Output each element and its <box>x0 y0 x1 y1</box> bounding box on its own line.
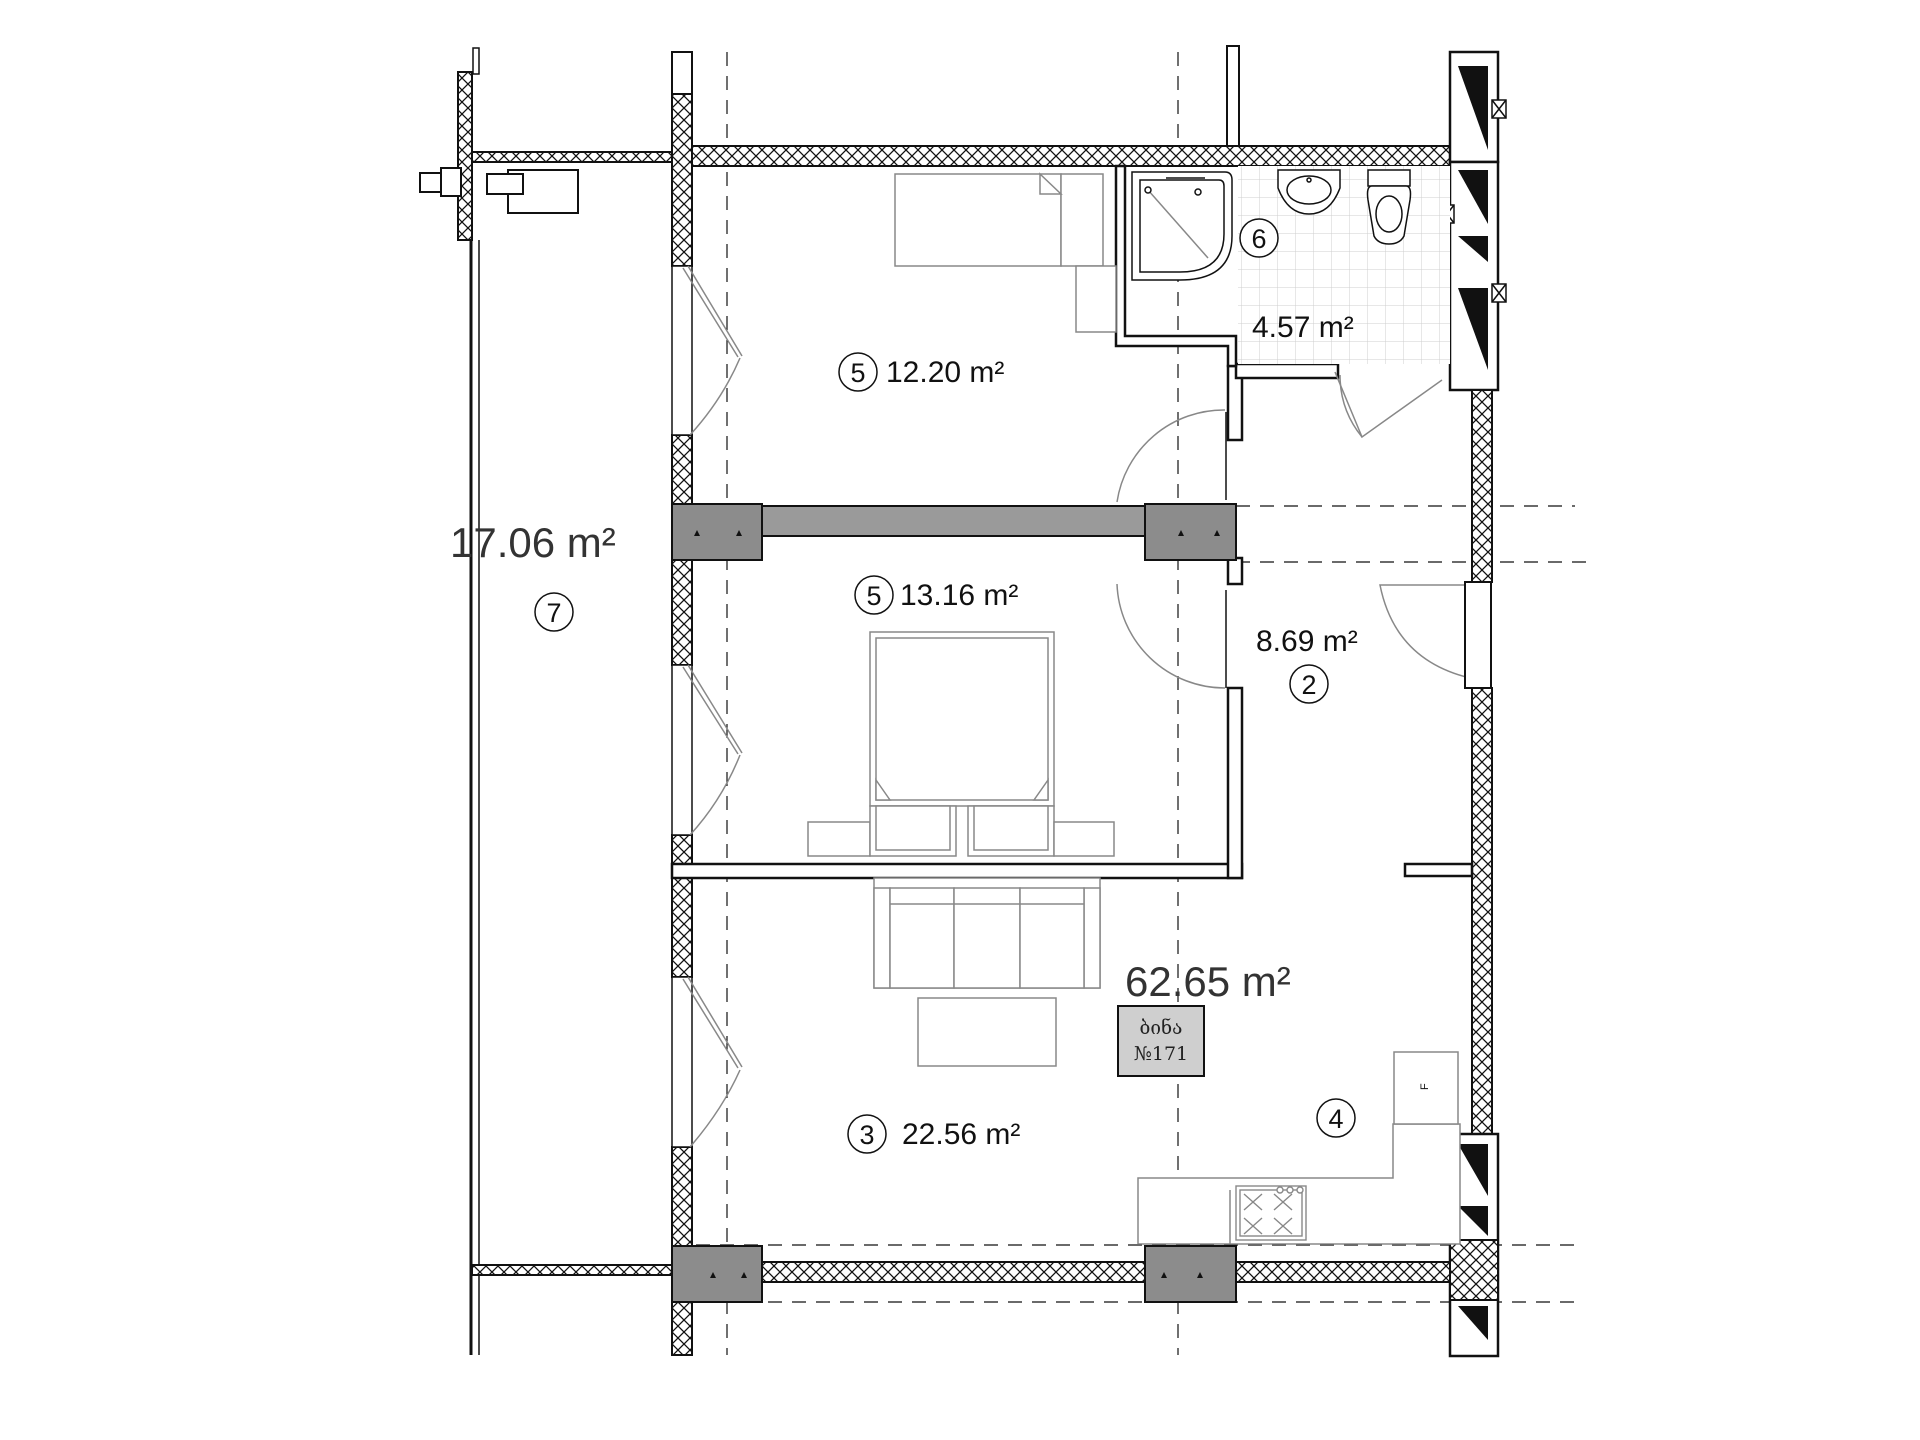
room-number-bathroom: 6 <box>1251 224 1266 254</box>
ventilation-shafts <box>1458 66 1488 1340</box>
room-number-balcony: 7 <box>546 598 561 628</box>
balcony-structure <box>457 47 673 1355</box>
fridge-label: F <box>1419 1083 1431 1090</box>
apartment-badge: ბინა №171 <box>1117 1005 1205 1077</box>
left-windows <box>671 265 693 1148</box>
area-bedroom-2: 13.16 m² <box>900 579 1018 612</box>
area-hallway: 8.69 m² <box>1256 625 1358 658</box>
area-bathroom: 4.57 m² <box>1252 311 1354 344</box>
kitchen-counter <box>1137 1051 1461 1245</box>
stove-icon <box>1235 1185 1307 1241</box>
room-number-hallway: 2 <box>1301 670 1316 700</box>
apartment-badge-line2: №171 <box>1134 1043 1188 1065</box>
doors <box>1116 371 1492 689</box>
room-number-living-room: 3 <box>859 1120 874 1150</box>
area-living-room: 22.56 m² <box>902 1118 1020 1151</box>
room-number-markers <box>534 218 1356 1154</box>
structural-columns <box>671 503 1237 1303</box>
total-area: 62.65 m² <box>1125 958 1291 1005</box>
interior-walls <box>670 164 1474 880</box>
apartment-badge-line1: ბინა <box>1140 1017 1183 1039</box>
area-balcony: 17.06 m² <box>450 519 616 566</box>
column-markers <box>694 530 1220 1278</box>
room-number-kitchen: 4 <box>1328 1104 1343 1134</box>
double-bed-icon <box>807 631 1115 857</box>
toilet-icon <box>1366 169 1412 245</box>
bathroom-tiles <box>1238 166 1450 364</box>
shower-icon <box>1131 171 1233 281</box>
single-bed-icon <box>894 172 1117 333</box>
top-wall-stub <box>1226 45 1240 147</box>
bottom-wall <box>691 1261 1451 1283</box>
sofa-icon <box>873 877 1101 989</box>
top-wall <box>691 145 1451 167</box>
sink-icon <box>1277 169 1341 215</box>
window-sashes <box>682 265 743 1148</box>
coffee-table-icon <box>917 997 1057 1067</box>
room-number-bedroom-1: 5 <box>850 358 865 388</box>
wall-mounted-unit-icon <box>419 167 579 214</box>
room-number-bedroom-2: 5 <box>866 581 881 611</box>
area-bedroom-1: 12.20 m² <box>886 356 1004 389</box>
